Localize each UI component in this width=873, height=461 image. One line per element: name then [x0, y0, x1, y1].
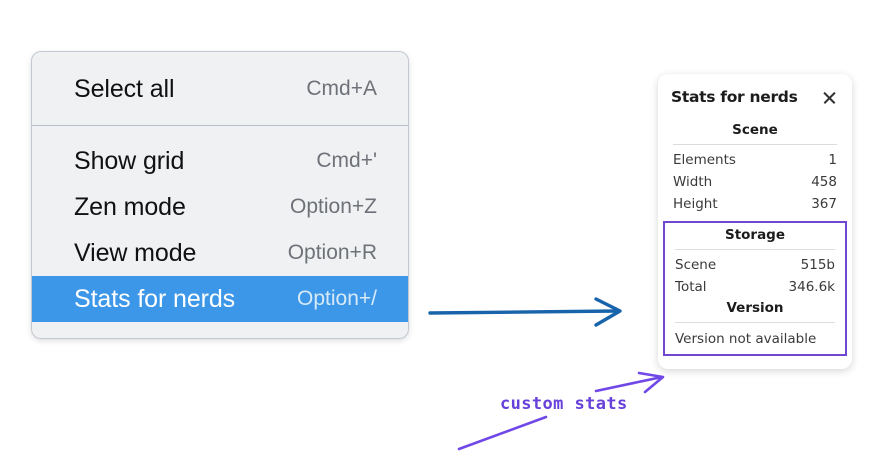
menu-item-label: View mode — [74, 238, 197, 267]
stats-section-storage: Storage Scene 515b Total 346.6k — [673, 225, 837, 298]
menu-item-label: Zen mode — [74, 192, 186, 221]
menu-group-view: Show grid Cmd+' Zen mode Option+Z View m… — [32, 125, 408, 338]
menu-item-select-all[interactable]: Select all Cmd+A — [32, 66, 408, 112]
stat-value: 367 — [811, 196, 837, 212]
stat-row-storage-scene: Scene 515b — [673, 254, 837, 276]
stat-value: 1 — [828, 152, 837, 168]
menu-item-shortcut: Option+/ — [297, 287, 377, 310]
close-icon[interactable] — [821, 89, 838, 106]
stats-panel-title: Stats for nerds — [671, 88, 798, 106]
stat-key: Elements — [673, 152, 736, 168]
section-divider — [673, 144, 837, 145]
section-divider — [675, 322, 835, 323]
purple-arrow-annotation — [594, 371, 665, 394]
section-title-storage: Storage — [724, 227, 786, 243]
custom-stats-annotation-label: custom stats — [500, 394, 628, 414]
version-value: Version not available — [675, 331, 817, 347]
stats-section-version: Version Version not available — [673, 298, 837, 349]
stat-key: Scene — [675, 257, 717, 273]
stats-section-scene: Scene Elements 1 Width 458 Height 367 — [671, 120, 839, 215]
stat-value: 458 — [811, 174, 837, 190]
menu-item-zen-mode[interactable]: Zen mode Option+Z — [32, 184, 408, 230]
purple-underline-annotation — [457, 415, 548, 451]
menu-item-stats-for-nerds[interactable]: Stats for nerds Option+/ — [32, 276, 408, 322]
section-title-scene: Scene — [732, 122, 778, 138]
menu-item-shortcut: Cmd+' — [316, 149, 377, 172]
menu-item-shortcut: Cmd+A — [306, 77, 377, 100]
section-title-version: Version — [726, 300, 784, 316]
context-menu[interactable]: Select all Cmd+A Show grid Cmd+' Zen mod… — [31, 51, 409, 339]
menu-item-view-mode[interactable]: View mode Option+R — [32, 230, 408, 276]
stat-value: 515b — [800, 257, 835, 273]
menu-item-shortcut: Option+Z — [290, 195, 377, 218]
custom-stats-highlight-box: Storage Scene 515b Total 346.6k Version … — [663, 221, 847, 356]
menu-item-show-grid[interactable]: Show grid Cmd+' — [32, 138, 408, 184]
stat-row-width: Width 458 — [671, 171, 839, 193]
menu-item-label: Stats for nerds — [74, 284, 236, 313]
stat-row-height: Height 367 — [671, 193, 839, 215]
blue-arrow-annotation — [428, 297, 622, 327]
menu-group-selection: Select all Cmd+A — [32, 52, 408, 125]
stat-key: Width — [673, 174, 713, 190]
stat-value: 346.6k — [788, 279, 835, 295]
stat-row-storage-total: Total 346.6k — [673, 276, 837, 298]
menu-item-shortcut: Option+R — [287, 241, 377, 264]
menu-item-label: Show grid — [74, 146, 185, 175]
stats-for-nerds-panel: Stats for nerds Scene Elements 1 Width 4… — [658, 74, 852, 369]
stats-panel-header: Stats for nerds — [671, 88, 839, 106]
stat-row-elements: Elements 1 — [671, 149, 839, 171]
stat-key: Total — [675, 279, 707, 295]
stat-key: Height — [673, 196, 718, 212]
section-divider — [675, 249, 835, 250]
menu-item-label: Select all — [74, 74, 175, 103]
